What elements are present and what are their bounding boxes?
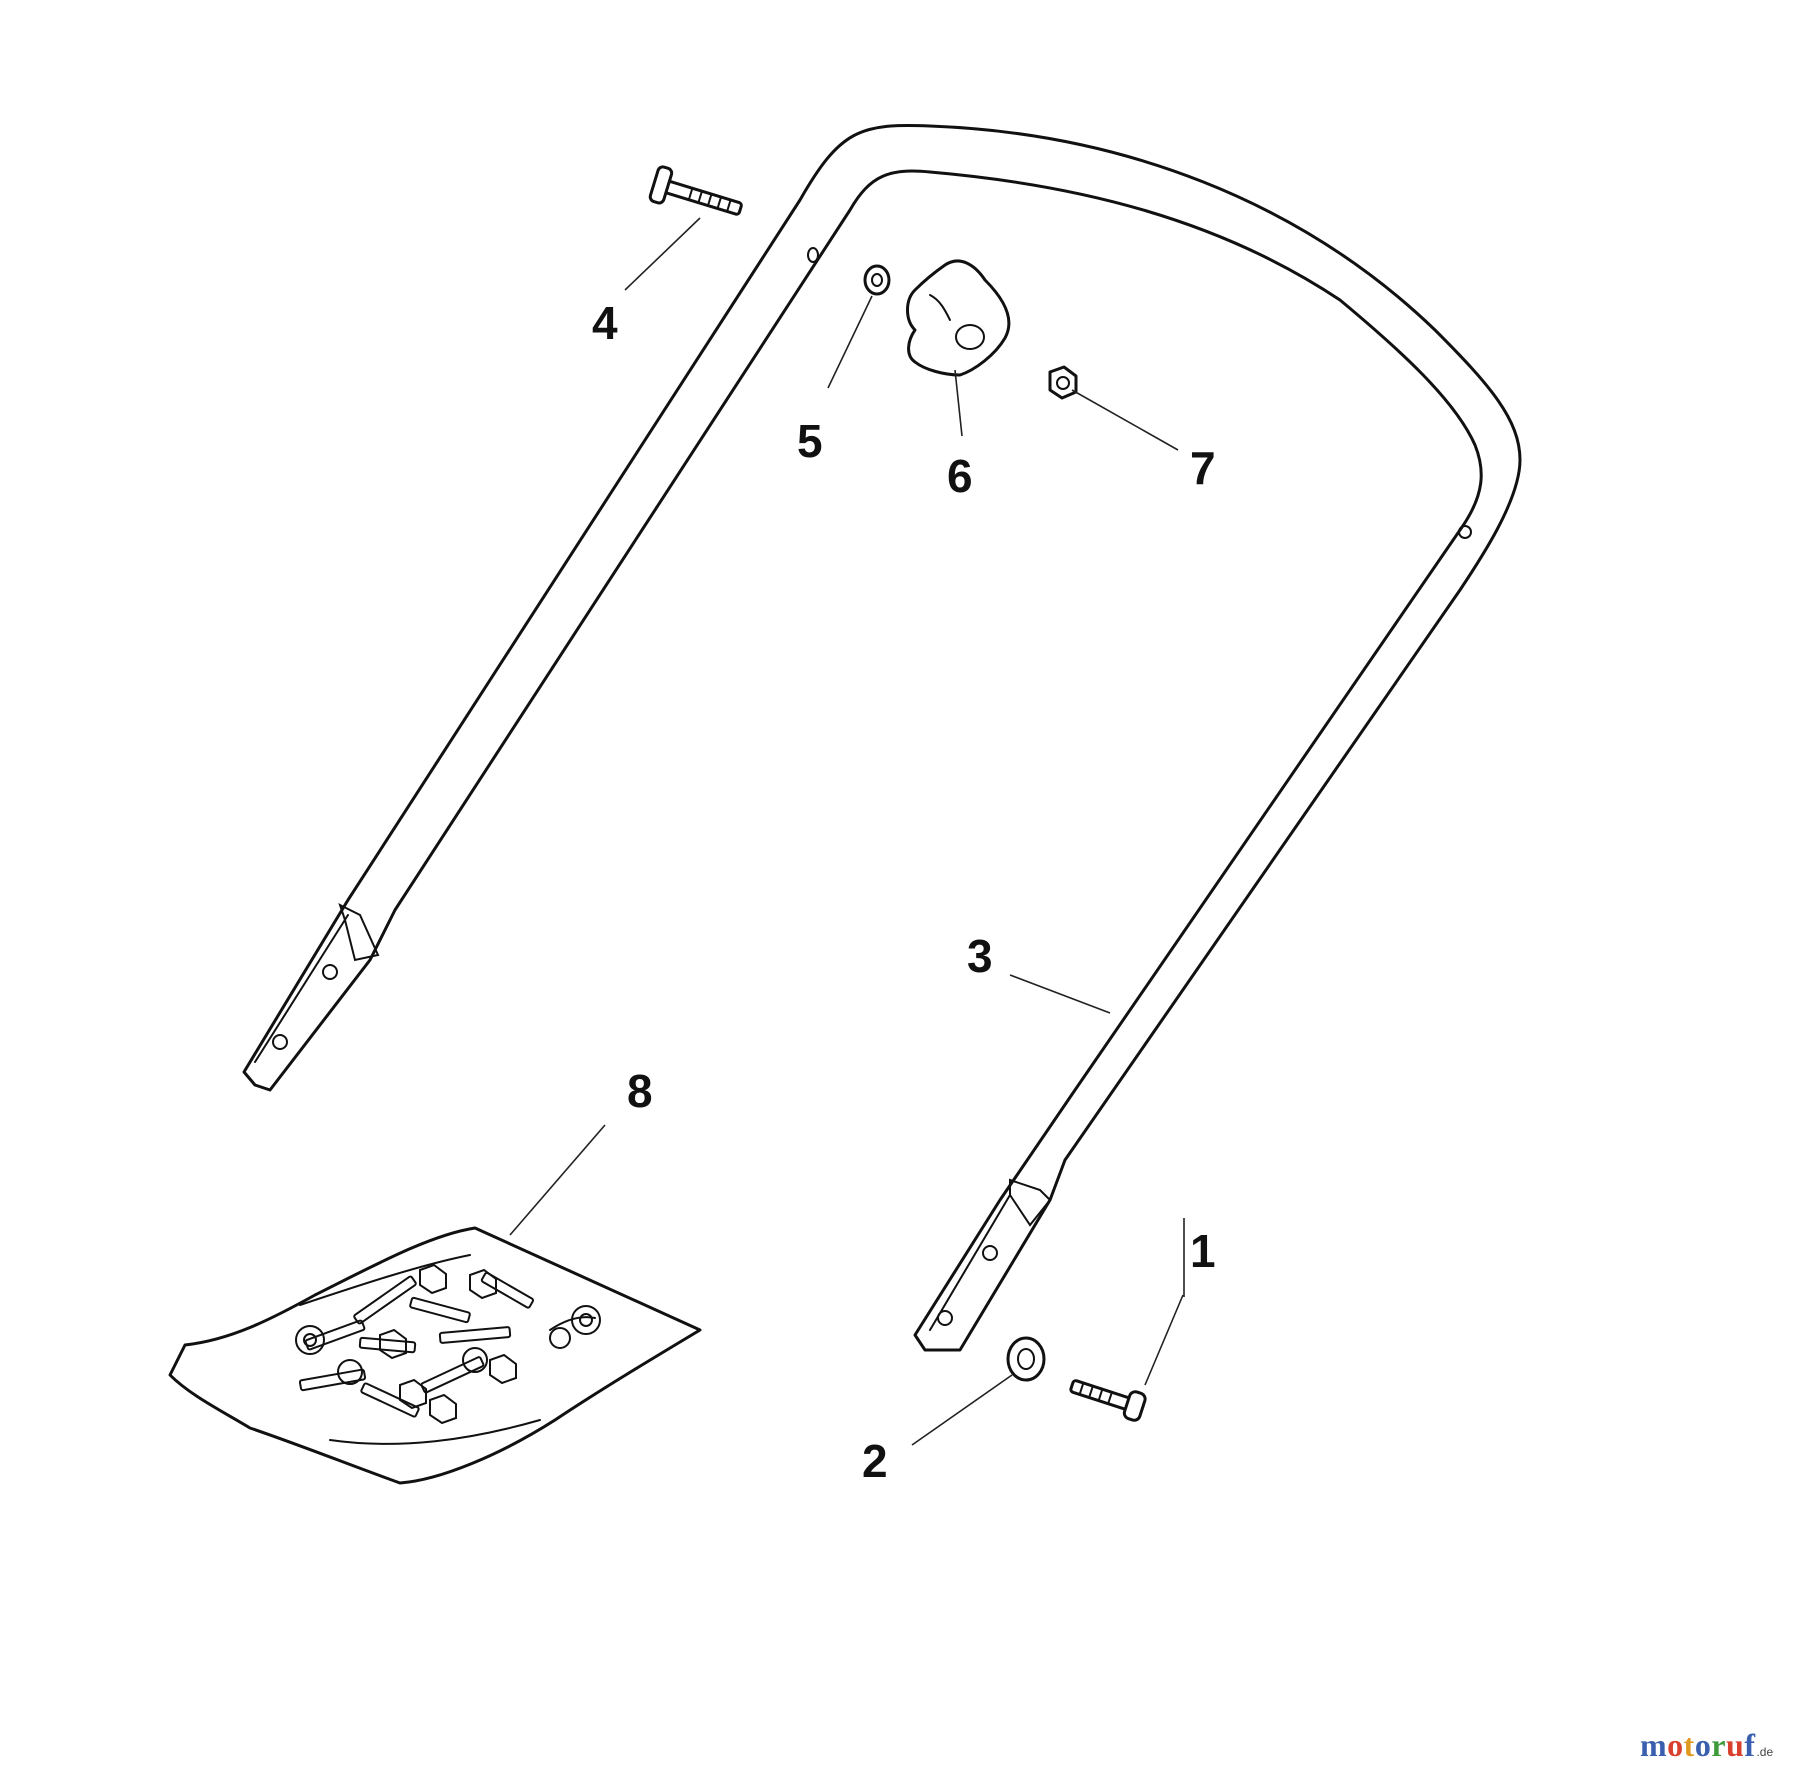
watermark-letter: o [1694,1727,1712,1763]
watermark-tld: .de [1756,1745,1774,1759]
callout-3: 3 [967,930,993,982]
carriage-bolt-icon [648,165,743,216]
leader-2 [911,1374,1013,1446]
callout-5: 5 [797,415,823,467]
leader-4 [624,217,701,291]
callout-labels: 1 2 3 4 5 6 7 8 [592,297,1216,1487]
watermark-letter: f [1744,1727,1756,1763]
leader-6 [954,369,963,437]
handle-bar-icon [242,123,1522,1352]
watermark-letter: t [1683,1727,1695,1763]
star-knob-icon [906,259,1011,377]
washer-icon [1006,1336,1046,1382]
leader-1 [1144,1294,1184,1386]
leader-3 [1009,974,1111,1014]
callout-4: 4 [592,297,618,349]
leader-lines [509,217,1185,1446]
leader-7 [1071,389,1179,451]
bolt-icon [1069,1379,1147,1422]
watermark-letter: r [1711,1727,1727,1763]
hardware-bag-icon [168,1226,702,1485]
callout-2: 2 [862,1435,888,1487]
washer-icon [863,264,891,296]
watermark-letter: o [1667,1727,1684,1763]
callout-7: 7 [1190,442,1216,494]
watermark-logo: motoruf .de [1640,1727,1773,1767]
leader-8 [509,1124,606,1236]
watermark-wordmark: motoruf [1640,1727,1755,1764]
watermark-letter: u [1726,1727,1745,1763]
leader-5 [827,295,873,389]
watermark-letter: m [1640,1727,1668,1763]
callout-6: 6 [947,450,973,502]
hex-nut-icon [1048,365,1078,400]
callout-1: 1 [1190,1225,1216,1277]
callout-8: 8 [627,1065,653,1117]
